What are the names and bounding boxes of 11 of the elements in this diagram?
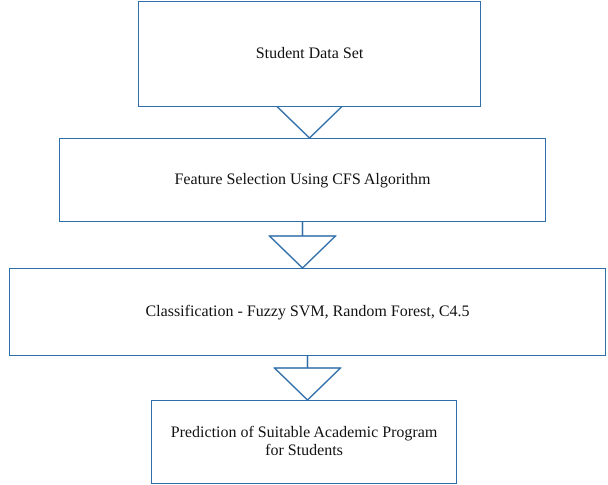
process-box	[151, 400, 457, 484]
arrow	[268, 222, 336, 269]
box-label: Feature Selection Using CFS Algorithm	[174, 171, 430, 189]
process-box	[138, 1, 481, 107]
process-box	[59, 138, 546, 222]
arrow	[276, 105, 344, 139]
arrow	[274, 356, 342, 401]
process-box	[9, 268, 606, 356]
box-label: Classification - Fuzzy SVM, Random Forest, C4.5	[146, 303, 470, 321]
box-label: Prediction of Suitable Academic Program for Students	[170, 424, 438, 460]
box-label: Student Data Set	[256, 45, 364, 63]
